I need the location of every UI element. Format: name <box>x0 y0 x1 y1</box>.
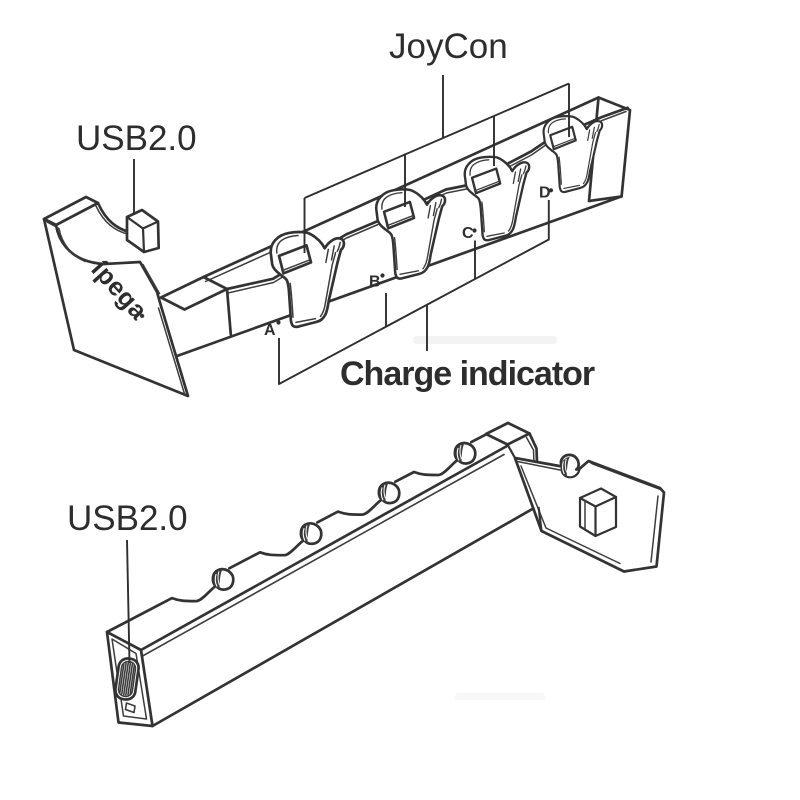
svg-text:A: A <box>264 322 276 339</box>
svg-text:D: D <box>539 185 551 202</box>
svg-text:B: B <box>369 274 381 291</box>
svg-text:JoyCon: JoyCon <box>389 27 508 66</box>
svg-text:USB2.0: USB2.0 <box>76 119 197 158</box>
svg-text:USB2.0: USB2.0 <box>67 499 188 538</box>
svg-text:Charge indicator: Charge indicator <box>340 355 595 393</box>
svg-text:C: C <box>462 225 474 242</box>
